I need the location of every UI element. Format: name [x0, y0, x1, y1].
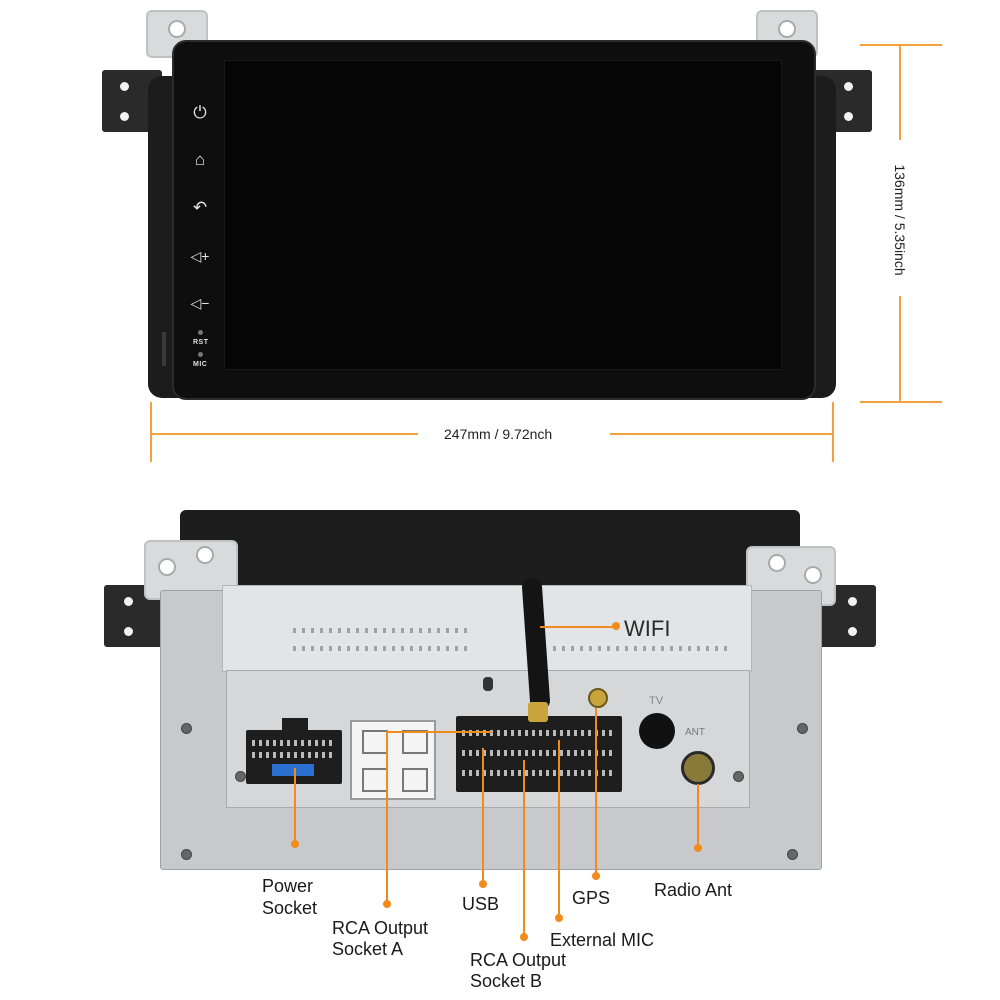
gps-leader-dot — [592, 872, 600, 880]
power-socket-label-line1: Power — [262, 876, 314, 896]
screw — [787, 849, 798, 860]
rst-hole[interactable] — [198, 330, 203, 335]
radio-ant-label: Radio Ant — [654, 880, 733, 900]
power-leader-dot — [291, 840, 299, 848]
tv-port[interactable] — [639, 713, 675, 749]
sd-card-slot[interactable] — [162, 332, 166, 366]
rca-a-label-line1: RCA Output — [332, 918, 429, 938]
rst-label: RST — [193, 339, 209, 346]
mount-hole — [778, 20, 796, 38]
ear-hole — [848, 627, 857, 636]
front-bezel: ⏻ ⌂ ↶ ◁+ ◁− RST MIC — [162, 40, 816, 400]
wifi-antenna-connector[interactable] — [528, 702, 548, 722]
external-mic-label: External MIC — [550, 930, 655, 950]
rca-b-leader — [523, 760, 525, 936]
vent-row — [293, 628, 473, 633]
ant-label: ANT — [685, 727, 705, 738]
usb-leader — [482, 748, 484, 882]
height-dimension-tick-bottom — [860, 401, 942, 403]
back-icon[interactable]: ↶ — [192, 198, 208, 217]
power-socket-latch — [282, 718, 308, 732]
rca-b-leader-dot — [520, 933, 528, 941]
radio-ant-leader-dot — [694, 844, 702, 852]
height-dimension-line-bottom — [899, 296, 901, 402]
mount-hole — [804, 566, 822, 584]
wifi-leader-dot — [612, 622, 620, 630]
screw — [733, 771, 744, 782]
ear-hole — [124, 597, 133, 606]
ear-hole — [120, 82, 129, 91]
socket-cell — [362, 768, 388, 792]
dtv-hole — [483, 677, 493, 691]
rca-a-leader-v — [386, 731, 388, 903]
width-dimension-line-left — [150, 433, 418, 435]
height-dimension-line-top — [899, 44, 901, 140]
width-dimension-tick-right — [832, 402, 834, 462]
ear-hole — [844, 112, 853, 121]
screw — [235, 771, 246, 782]
radio-ant-leader — [697, 784, 699, 846]
rca-a-leader-h — [386, 731, 492, 733]
usb-leader-dot — [479, 880, 487, 888]
width-dimension-label: 247mm / 9.72nch — [444, 426, 553, 442]
ear-hole — [120, 112, 129, 121]
height-dimension-tick-top — [860, 44, 942, 46]
tv-label: TV — [649, 695, 664, 707]
front-bezel-rear-edge — [180, 510, 800, 590]
rca-b-label-line2: Socket B — [470, 971, 543, 991]
gps-leader — [595, 708, 597, 876]
mic-hole — [198, 352, 203, 357]
rca-a-leader-dot — [383, 900, 391, 908]
mic-label: MIC — [193, 361, 208, 368]
pin-row — [252, 752, 336, 758]
screw — [181, 723, 192, 734]
mount-hole — [768, 554, 786, 572]
socket-cell — [402, 768, 428, 792]
radio-ant-port[interactable] — [681, 751, 715, 785]
screw — [797, 723, 808, 734]
mount-hole — [158, 558, 176, 576]
pin-row — [252, 740, 336, 746]
height-dimension-label: 136mm / 5.35inch — [892, 164, 908, 276]
home-icon[interactable]: ⌂ — [194, 150, 206, 169]
usb-label: USB — [462, 894, 500, 914]
ear-hole — [848, 597, 857, 606]
touch-screen[interactable] — [224, 60, 782, 370]
gps-port[interactable] — [588, 688, 608, 708]
power-icon[interactable]: ⏻ — [193, 103, 207, 122]
volume-up-icon[interactable]: ◁+ — [190, 248, 210, 264]
power-leader — [294, 768, 296, 842]
rca-a-label-line2: Socket A — [332, 939, 404, 959]
ear-hole — [844, 82, 853, 91]
mount-hole — [196, 546, 214, 564]
external-mic-leader-dot — [555, 914, 563, 922]
width-dimension-line-right — [610, 433, 834, 435]
wifi-leader — [540, 626, 616, 628]
width-dimension-tick-left — [150, 402, 152, 462]
vent-row — [553, 646, 733, 651]
rear-chassis-top — [222, 585, 752, 672]
pin-row — [462, 730, 616, 736]
volume-down-icon[interactable]: ◁− — [190, 295, 210, 311]
rca-b-label-line1: RCA Output — [470, 950, 567, 970]
ear-hole — [124, 627, 133, 636]
socket-cell — [402, 730, 428, 754]
vent-row — [293, 646, 473, 651]
main-connector-block — [456, 716, 622, 792]
power-socket-label-line2: Socket — [262, 898, 318, 918]
gps-label: GPS — [572, 888, 611, 908]
mount-hole — [168, 20, 186, 38]
socket-key — [272, 764, 314, 776]
socket-cell — [362, 730, 388, 754]
pin-row — [462, 750, 616, 756]
wifi-label: WIFI — [624, 616, 671, 641]
pin-row — [462, 770, 616, 776]
screw — [181, 849, 192, 860]
external-mic-leader — [558, 740, 560, 918]
